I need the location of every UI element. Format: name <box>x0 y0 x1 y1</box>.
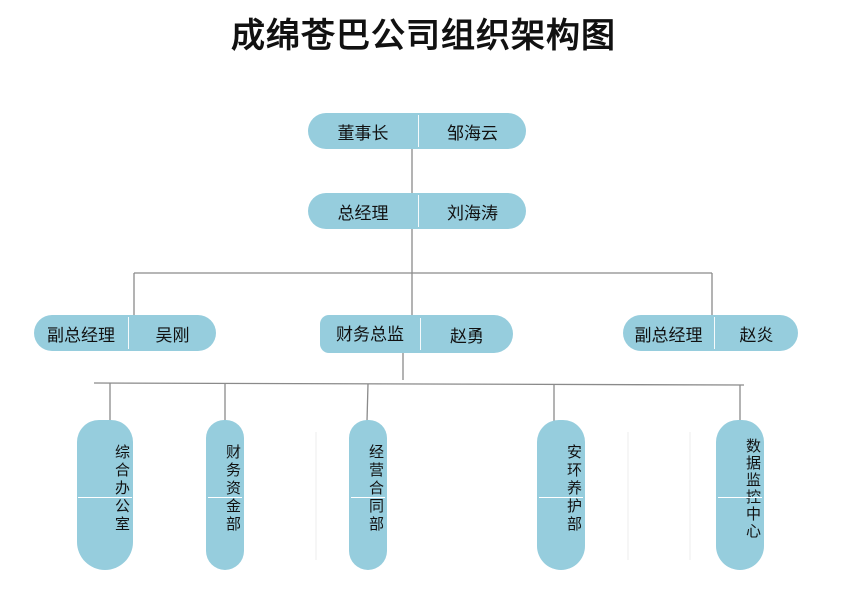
department-box-2: 财务资金部 <box>206 420 244 570</box>
finance-director-name: 赵勇 <box>450 327 484 347</box>
general-manager-role: 总经理 <box>337 203 389 224</box>
chairman-box: 董事长 邹海云 <box>308 113 526 149</box>
chairman-role: 董事长 <box>337 123 389 144</box>
deputy-right-box: 副总经理 赵炎 <box>623 315 798 351</box>
department-tick-1 <box>78 497 132 498</box>
department-name-5: 数据监控中心 <box>744 438 762 540</box>
department-box-1: 综合办公室 <box>77 420 133 570</box>
deputy-right-divider <box>714 317 715 349</box>
deputy-right-name: 赵炎 <box>739 325 774 346</box>
deputy-left-divider <box>128 317 129 349</box>
general-manager-divider <box>418 195 419 227</box>
deputy-left-role: 副总经理 <box>47 325 115 346</box>
finance-director-box: 财务总监 赵勇 <box>320 315 513 353</box>
chart-title: 成绵苍巴公司组织架构图 <box>231 16 616 56</box>
department-tick-4 <box>539 497 583 498</box>
department-box-5: 数据监控中心 <box>716 420 764 570</box>
chairman-name: 邹海云 <box>447 123 498 144</box>
department-name-1: 综合办公室 <box>113 444 131 534</box>
department-box-3: 经营合同部 <box>349 420 387 570</box>
department-tick-3 <box>351 497 385 498</box>
department-name-4: 安环养护部 <box>565 444 583 534</box>
deputy-right-role: 副总经理 <box>634 325 703 346</box>
deputy-left-box: 副总经理 吴刚 <box>34 315 216 351</box>
department-tick-2 <box>208 497 242 498</box>
general-manager-box: 总经理 刘海涛 <box>308 193 526 229</box>
chairman-divider <box>418 115 419 147</box>
department-name-2: 财务资金部 <box>224 444 242 534</box>
department-tick-5 <box>718 497 762 498</box>
general-manager-name: 刘海涛 <box>447 203 498 224</box>
connector-dept-3 <box>366 383 369 422</box>
deputy-left-name: 吴刚 <box>155 325 190 346</box>
finance-director-divider <box>420 318 421 350</box>
department-box-4: 安环养护部 <box>537 420 585 570</box>
department-name-3: 经营合同部 <box>367 444 385 534</box>
bus-level-3 <box>93 382 745 386</box>
finance-director-role: 财务总监 <box>336 325 404 345</box>
